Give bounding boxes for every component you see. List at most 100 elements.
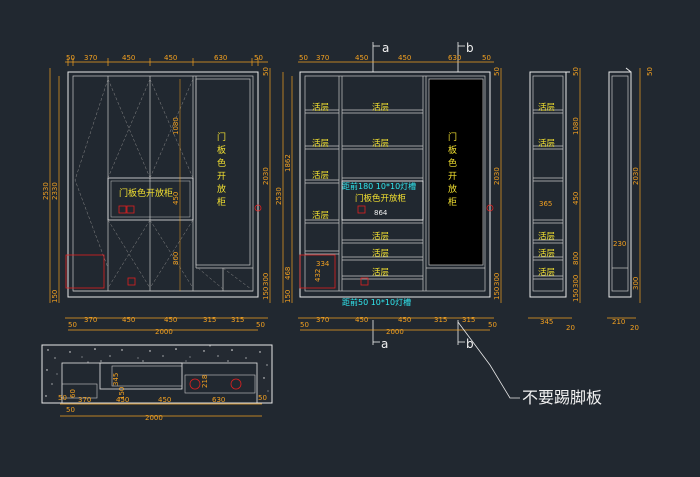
dim: 2030 — [493, 167, 501, 185]
shelf-label: 活层 — [538, 102, 555, 113]
shelf-label: 活层 — [372, 231, 389, 242]
section-b-top: b — [466, 41, 474, 55]
dim: 150 — [493, 287, 501, 300]
dim: 50 — [68, 321, 77, 329]
dim: 300 — [632, 277, 640, 290]
section-b-bottom: b — [466, 337, 474, 351]
dim: 334 — [316, 260, 330, 268]
dim: 450 — [355, 54, 368, 62]
dim: 50 — [482, 54, 491, 62]
label-char: 门 — [217, 131, 226, 143]
dim: 1862 — [284, 154, 292, 172]
dim: 50 — [488, 321, 497, 329]
dim: 370 — [316, 54, 329, 62]
section-a-top: a — [382, 41, 389, 55]
dim: 50 — [256, 321, 265, 329]
total-width: 2000 — [155, 328, 173, 336]
note-text: 不要踢脚板 — [522, 388, 602, 407]
dim: 300 — [493, 273, 501, 286]
label-char: 放 — [448, 183, 457, 195]
dim: 300 — [262, 273, 270, 286]
label-char: 柜 — [448, 196, 457, 208]
side-section-a: 活层 活层 活层 活层 活层 365 50 1080 450 800 300 1… — [528, 67, 581, 332]
dim: 50 — [254, 54, 263, 62]
dim: 2030 — [632, 167, 640, 185]
dim: 150 — [51, 290, 59, 303]
dim: 450 — [164, 316, 177, 324]
dim: 345 — [112, 373, 120, 386]
label-char: 门 — [448, 131, 457, 143]
dim: 50 — [493, 67, 501, 76]
total-width: 2000 — [386, 328, 404, 336]
dim: 468 — [284, 267, 292, 280]
dim: 2530 — [42, 182, 50, 200]
dim: 315 — [203, 316, 216, 324]
label-char: 放 — [217, 183, 226, 195]
dim: 50 — [262, 67, 270, 76]
shelf-label: 活层 — [312, 170, 329, 181]
dim: 50 — [66, 406, 75, 414]
dim: 450 — [398, 316, 411, 324]
label-char: 板 — [217, 144, 226, 156]
dim: 630 — [448, 54, 461, 62]
dim: 315 — [462, 316, 475, 324]
shelf-label: 活层 — [538, 267, 555, 278]
dim: 50 — [300, 321, 309, 329]
dim: 370 — [316, 316, 329, 324]
dim: 50 — [299, 54, 308, 62]
dim: 1080 — [172, 117, 180, 135]
dim: 20 — [566, 324, 575, 332]
open-cabinet-label: 门板色开放柜 — [355, 193, 407, 204]
shelf-label: 活层 — [538, 231, 555, 242]
plan-total: 2000 — [145, 414, 163, 422]
plan-view: 345 218 150 60 50 370 450 450 630 50 50 … — [41, 344, 273, 422]
dim: 864 — [374, 209, 388, 217]
shelf-label: 活层 — [372, 102, 389, 113]
dim: 50 — [258, 394, 267, 402]
dim: 450 — [116, 396, 129, 404]
shelf-label: 活层 — [372, 267, 389, 278]
dim: 800 — [572, 252, 580, 265]
shelf-label: 活层 — [538, 138, 555, 149]
dim: 2030 — [262, 167, 270, 185]
shelf-label: 活层 — [312, 210, 329, 221]
shelf-label: 活层 — [538, 248, 555, 259]
dim: 432 — [314, 269, 322, 282]
dim: 210 — [612, 318, 625, 326]
dim: 50 — [58, 394, 67, 402]
open-cabinet-label: 门板色开放柜 — [119, 187, 173, 199]
label-char: 柜 — [217, 196, 226, 208]
light-slot-bottom: 距前50 10*10灯槽 — [342, 297, 411, 307]
dim: 370 — [84, 316, 97, 324]
dim: 450 — [158, 396, 171, 404]
dim: 150 — [284, 290, 292, 303]
dim: 370 — [84, 54, 97, 62]
dim: 345 — [540, 318, 553, 326]
dim: 60 — [69, 389, 77, 398]
dim: 218 — [201, 375, 209, 388]
dim: 450 — [122, 54, 135, 62]
section-a-bottom: a — [381, 337, 388, 351]
dim: 450 — [355, 316, 368, 324]
label-char: 开 — [217, 171, 226, 182]
annotation-note: 不要踢脚板 — [457, 321, 602, 407]
dim: 150 — [572, 289, 580, 302]
dim: 365 — [539, 200, 552, 208]
dim: 315 — [434, 316, 447, 324]
dim: 300 — [572, 275, 580, 288]
dim: 50 — [646, 67, 654, 76]
dim: 370 — [78, 396, 91, 404]
shelf-label: 活层 — [312, 102, 329, 113]
section-elevation: a b a b 50 370 450 450 630 50 — [275, 41, 502, 351]
label-char: 板 — [448, 144, 457, 156]
light-slot-top: 距前180 10*10灯槽 — [342, 181, 416, 191]
dim: 150 — [118, 387, 126, 400]
dim: 450 — [164, 54, 177, 62]
dim: 2330 — [51, 182, 59, 200]
dim: 800 — [172, 252, 180, 265]
dim: 2530 — [275, 187, 283, 205]
dim: 20 — [630, 324, 639, 332]
dim: 50 — [66, 54, 75, 62]
dim: 150 — [262, 287, 270, 300]
